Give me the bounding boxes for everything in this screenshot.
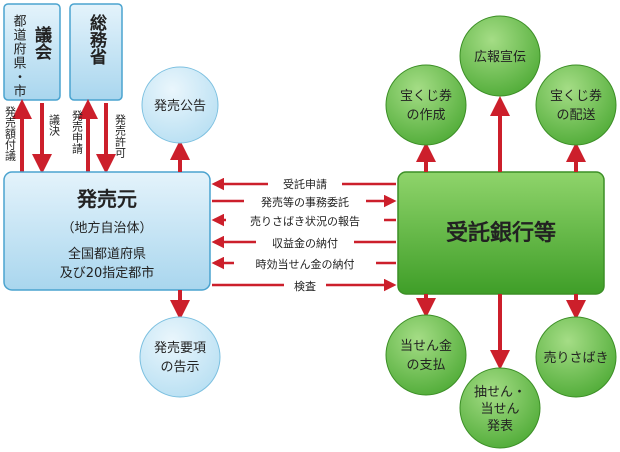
label-shinsei: 発売申請: [71, 109, 84, 155]
circle-sakusei: 宝くじ券 の作成: [385, 64, 467, 146]
flow-label-3: 売りさばき状況の報告: [250, 214, 360, 228]
circle-urisabaki: 売りさばき: [535, 316, 617, 398]
circle-chusen: 抽せん・ 当せん 発表: [459, 367, 541, 449]
gikai-label: 議会: [31, 25, 52, 61]
hatsubaimoto-line2: 及び20指定都市: [60, 265, 155, 281]
sakusei-text-2: の作成: [406, 108, 445, 123]
koho-text: 広報宣伝: [474, 49, 526, 65]
flow-label-1: 受託申請: [283, 177, 327, 191]
hatsubaimoto-line1: 全国都道府県: [68, 246, 146, 262]
urisabaki-text: 売りさばき: [543, 350, 608, 366]
circle-koukoku: 発売公告: [141, 66, 219, 144]
label-kyoka: 発売許可: [114, 113, 127, 158]
haiso-text-2: の配送: [556, 108, 595, 123]
kokuji-text-2: の告示: [160, 360, 199, 375]
chusen-text-2: 当せん: [480, 402, 519, 417]
somusho-label: 総務省: [86, 13, 108, 66]
flow-label-5: 時効当せん金の納付: [256, 257, 355, 271]
gikai-sub: 都道府県・市: [11, 14, 27, 98]
kokuji-text-1: 発売要項: [154, 340, 206, 356]
sakusei-text-1: 宝くじ券: [400, 88, 452, 104]
hatsubaimoto-title: 発売元: [76, 187, 137, 211]
circle-kokuji: 発売要項 の告示: [139, 316, 221, 398]
chusen-text-3: 発表: [487, 419, 513, 434]
circle-koho: 広報宣伝: [459, 15, 541, 97]
circle-haiso: 宝くじ券 の配送: [535, 64, 617, 146]
hatsubaimoto-box: 発売元 （地方自治体） 全国都道府県 及び20指定都市: [3, 171, 211, 291]
bank-title: 受託銀行等: [446, 220, 556, 246]
bank-box: 受託銀行等: [397, 171, 605, 295]
haiso-text-1: 宝くじ券: [550, 88, 602, 104]
flow-label-2: 発売等の事務委託: [261, 195, 349, 209]
label-giketsu: 議決: [48, 113, 61, 137]
vertical-arrows: [11, 99, 116, 174]
flow-label-6: 検査: [294, 279, 316, 293]
label-hakkogaku: 発売額付議: [4, 105, 17, 161]
shiharai-text-1: 当せん金: [400, 338, 452, 354]
gikai-box: 都道府県・市 議会: [3, 3, 61, 101]
hatsubaimoto-sub: （地方自治体）: [61, 220, 152, 236]
chusen-text-1: 抽せん・: [474, 385, 526, 400]
koukoku-text: 発売公告: [154, 98, 206, 114]
flow-label-4: 収益金の納付: [272, 236, 338, 250]
flow-labels: 受託申請 発売等の事務委託 売りさばき状況の報告 収益金の納付 時効当せん金の納…: [226, 176, 384, 293]
shiharai-text-2: の支払: [406, 358, 445, 373]
circle-shiharai: 当せん金 の支払: [385, 314, 467, 396]
somusho-box: 総務省: [69, 3, 123, 101]
